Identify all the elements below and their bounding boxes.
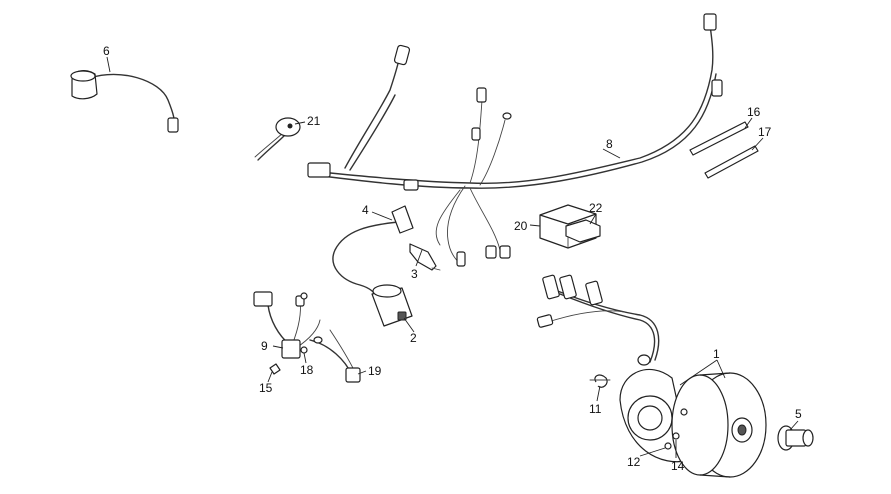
callout-2: 2 bbox=[410, 331, 417, 345]
callout-14: 14 bbox=[671, 459, 685, 473]
part-8-wiring-harness bbox=[307, 13, 723, 267]
part-21-switch bbox=[254, 117, 301, 161]
part-19-sub-harness bbox=[309, 329, 361, 383]
callout-5: 5 bbox=[795, 407, 802, 421]
callout-9: 9 bbox=[261, 339, 268, 353]
callout-labels: 1 2 3 4 5 6 8 9 11 12 14 15 16 17 18 19 … bbox=[103, 44, 802, 473]
callout-16: 16 bbox=[747, 105, 761, 119]
leader-lines bbox=[106, 56, 799, 458]
callout-20: 20 bbox=[514, 219, 528, 233]
part-12-screw bbox=[664, 442, 672, 450]
part-6-sensor-cable bbox=[70, 70, 179, 133]
part-15-screw bbox=[269, 363, 281, 375]
part-2-ignition-coil bbox=[332, 221, 413, 327]
callout-19: 19 bbox=[368, 364, 382, 378]
callout-6: 6 bbox=[103, 44, 110, 58]
part-4-spark-plug-cap bbox=[391, 205, 414, 234]
callout-8: 8 bbox=[606, 137, 613, 151]
callout-1: 1 bbox=[713, 347, 720, 361]
part-18-fastener bbox=[300, 346, 308, 354]
callout-17: 17 bbox=[758, 125, 772, 139]
part-3-spark-plug bbox=[409, 243, 441, 271]
part-1-flywheel-stator bbox=[619, 368, 767, 478]
callout-15: 15 bbox=[259, 381, 273, 395]
part-11-clip bbox=[589, 374, 611, 388]
part-5-flywheel-nut bbox=[777, 425, 814, 451]
part-22-cdi-cover bbox=[565, 219, 601, 243]
callout-3: 3 bbox=[411, 267, 418, 281]
callout-21: 21 bbox=[307, 114, 321, 128]
callout-11: 11 bbox=[589, 402, 602, 416]
part-14-screw bbox=[672, 408, 688, 440]
callout-4: 4 bbox=[362, 203, 369, 217]
part-1-stator-harness bbox=[536, 274, 660, 366]
part-16-cable-tie bbox=[689, 121, 749, 156]
part-17-cable-tie bbox=[704, 145, 759, 179]
part-9-regulator-harness bbox=[253, 291, 321, 359]
callout-22: 22 bbox=[589, 201, 603, 215]
callout-12: 12 bbox=[627, 455, 641, 469]
callout-18: 18 bbox=[300, 363, 314, 377]
